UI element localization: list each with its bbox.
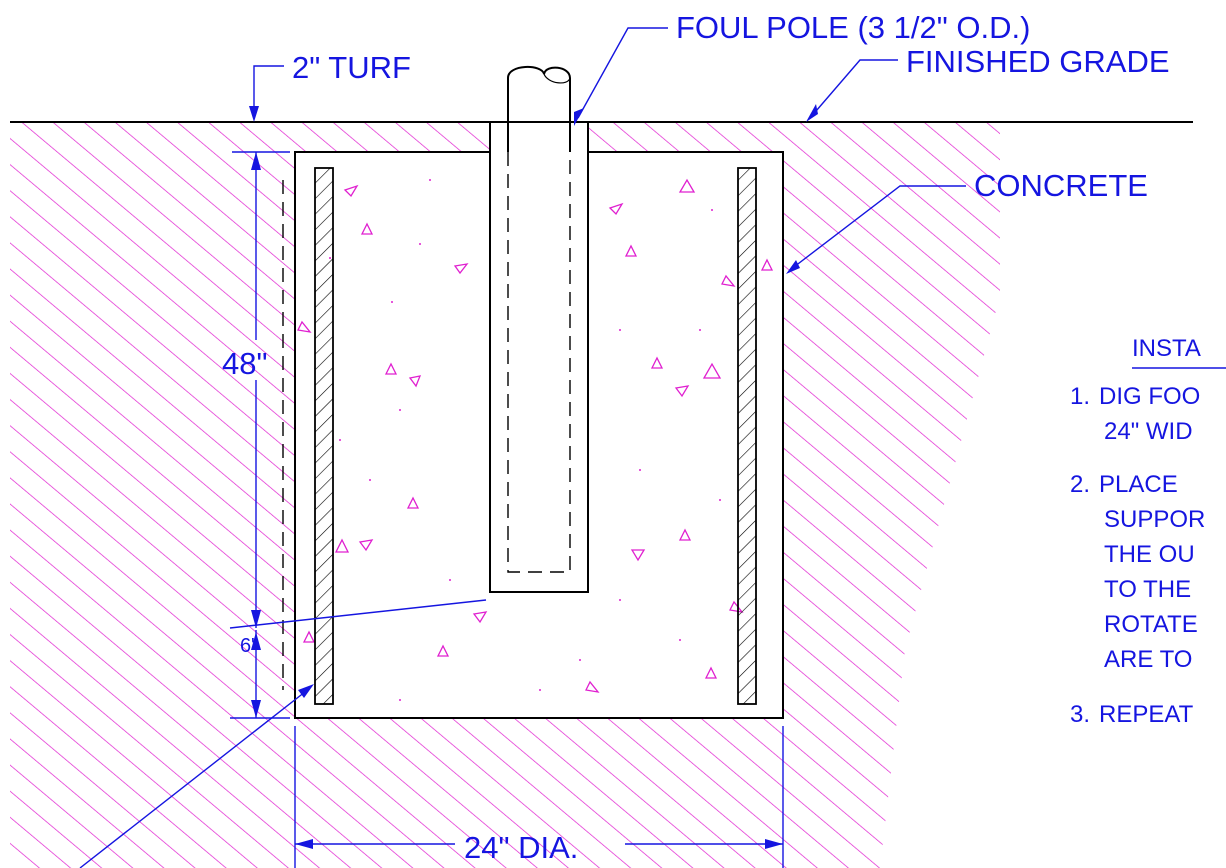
form-board-left xyxy=(314,167,334,705)
installation-notes: INSTA 1. DIG FOO 24" WID 2. PLACE SUPPOR… xyxy=(1070,335,1226,728)
turf-callout: 2" TURF xyxy=(249,50,411,122)
finished-grade-callout: FINISHED GRADE xyxy=(806,44,1170,122)
note-3-number: 3. xyxy=(1070,701,1090,728)
note-2-line-5: ROTATE xyxy=(1104,611,1198,638)
foul-pole-callout: FOUL POLE (3 1/2" O.D.) xyxy=(574,10,1030,126)
note-3-line-1: REPEAT xyxy=(1099,701,1194,728)
concrete-aggregate xyxy=(297,178,774,701)
diameter-label: 24" DIA. xyxy=(464,830,578,865)
concrete-label: CONCRETE xyxy=(974,168,1148,203)
foul-pole xyxy=(507,66,571,573)
pole-sleeve xyxy=(489,122,589,593)
note-2-line-1: PLACE xyxy=(1099,471,1178,498)
notes-title: INSTA xyxy=(1132,335,1201,362)
soil-hatch xyxy=(10,122,1000,868)
note-1-number: 1. xyxy=(1070,383,1090,410)
note-2-line-4: TO THE xyxy=(1104,576,1191,603)
note-2-number: 2. xyxy=(1070,471,1090,498)
note-1-line-2: 24" WID xyxy=(1104,418,1193,445)
note-2-line-6: ARE TO xyxy=(1104,646,1192,673)
note-2-line-3: THE OU xyxy=(1104,541,1195,568)
form-board-right xyxy=(737,167,757,705)
note-1-line-1: DIG FOO xyxy=(1099,383,1200,410)
foul-pole-label: FOUL POLE (3 1/2" O.D.) xyxy=(676,10,1030,45)
note-2-line-2: SUPPOR xyxy=(1104,506,1205,533)
finished-grade-label: FINISHED GRADE xyxy=(906,44,1170,79)
bottom-clearance-label: 6" xyxy=(240,635,258,657)
diameter-dimension: 24" DIA. xyxy=(294,726,784,868)
bottom-clearance-dimension: 6" xyxy=(230,630,290,719)
turf-label: 2" TURF xyxy=(292,50,411,85)
concrete-footing xyxy=(294,151,784,719)
depth-label: 48" xyxy=(222,346,268,381)
concrete-callout: CONCRETE xyxy=(786,168,1148,274)
depth-dimension: 48" xyxy=(222,151,487,629)
